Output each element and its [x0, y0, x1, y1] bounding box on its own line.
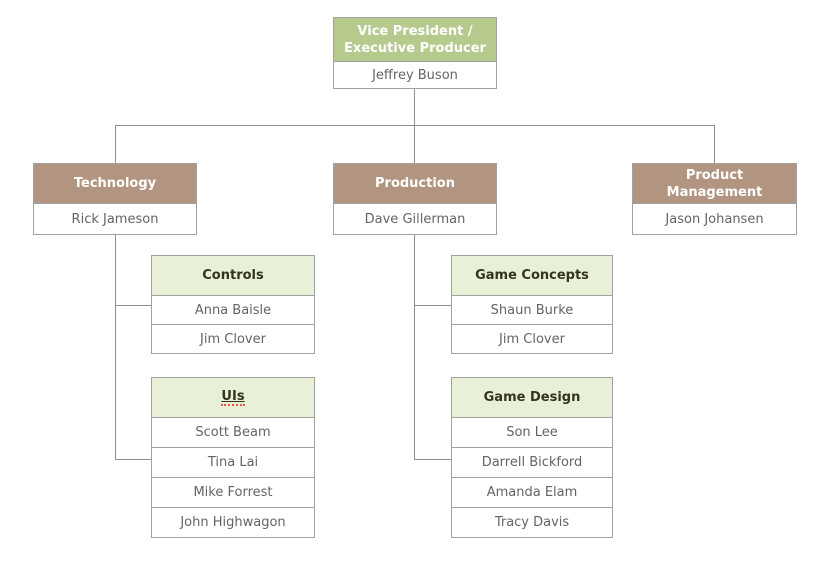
- member-row: Shaun Burke: [452, 295, 612, 324]
- member-row: Jason Johansen: [633, 203, 796, 234]
- node-title-text: Product Management: [666, 167, 763, 200]
- member-row: Darrell Bickford: [452, 447, 612, 477]
- node-title: Game Design: [452, 378, 612, 417]
- connector-line: [414, 89, 415, 126]
- node-title: Production: [334, 164, 496, 203]
- node-title-text: Technology: [73, 176, 157, 191]
- node-title-text: Game Design: [483, 390, 581, 405]
- node-title: Product Management: [633, 164, 796, 203]
- member-row: Jim Clover: [152, 324, 314, 353]
- connector-line: [115, 459, 151, 460]
- connector-line: [414, 459, 451, 460]
- node-title-text: Controls: [202, 268, 264, 283]
- member-row: Dave Gillerman: [334, 203, 496, 234]
- org-node-game-design: Game Design Son Lee Darrell Bickford Ama…: [451, 377, 613, 538]
- connector-line: [115, 125, 116, 163]
- member-row: Rick Jameson: [34, 203, 196, 234]
- node-title: Vice President / Executive Producer: [334, 18, 496, 61]
- node-title-text: Vice President / Executive Producer: [344, 23, 486, 56]
- member-row: Mike Forrest: [152, 477, 314, 507]
- org-node-controls: Controls Anna Baisle Jim Clover: [151, 255, 315, 354]
- connector-line: [714, 125, 715, 163]
- member-row: Tracy Davis: [452, 507, 612, 537]
- member-row: Jim Clover: [452, 324, 612, 353]
- member-row: Scott Beam: [152, 417, 314, 447]
- connector-line: [414, 125, 415, 163]
- org-node-production: Production Dave Gillerman: [333, 163, 497, 235]
- node-title-text-misspelled: UIs: [221, 389, 245, 406]
- connector-line: [414, 235, 415, 459]
- node-title: Game Concepts: [452, 256, 612, 295]
- node-title: Controls: [152, 256, 314, 295]
- node-title-text: Production: [375, 176, 455, 191]
- node-title-text: Game Concepts: [475, 268, 589, 283]
- org-node-vice-president: Vice President / Executive Producer Jeff…: [333, 17, 497, 89]
- member-row: Jeffrey Buson: [334, 61, 496, 88]
- org-node-product-management: Product Management Jason Johansen: [632, 163, 797, 235]
- member-row: John Highwagon: [152, 507, 314, 537]
- member-row: Amanda Elam: [452, 477, 612, 507]
- org-node-technology: Technology Rick Jameson: [33, 163, 197, 235]
- connector-line: [414, 305, 451, 306]
- member-row: Son Lee: [452, 417, 612, 447]
- node-title: UIs: [152, 378, 314, 417]
- member-row: Tina Lai: [152, 447, 314, 477]
- org-node-game-concepts: Game Concepts Shaun Burke Jim Clover: [451, 255, 613, 354]
- connector-line: [115, 125, 715, 126]
- connector-line: [115, 305, 151, 306]
- connector-line: [115, 235, 116, 459]
- node-title: Technology: [34, 164, 196, 203]
- org-node-uis: UIs Scott Beam Tina Lai Mike Forrest Joh…: [151, 377, 315, 538]
- member-row: Anna Baisle: [152, 295, 314, 324]
